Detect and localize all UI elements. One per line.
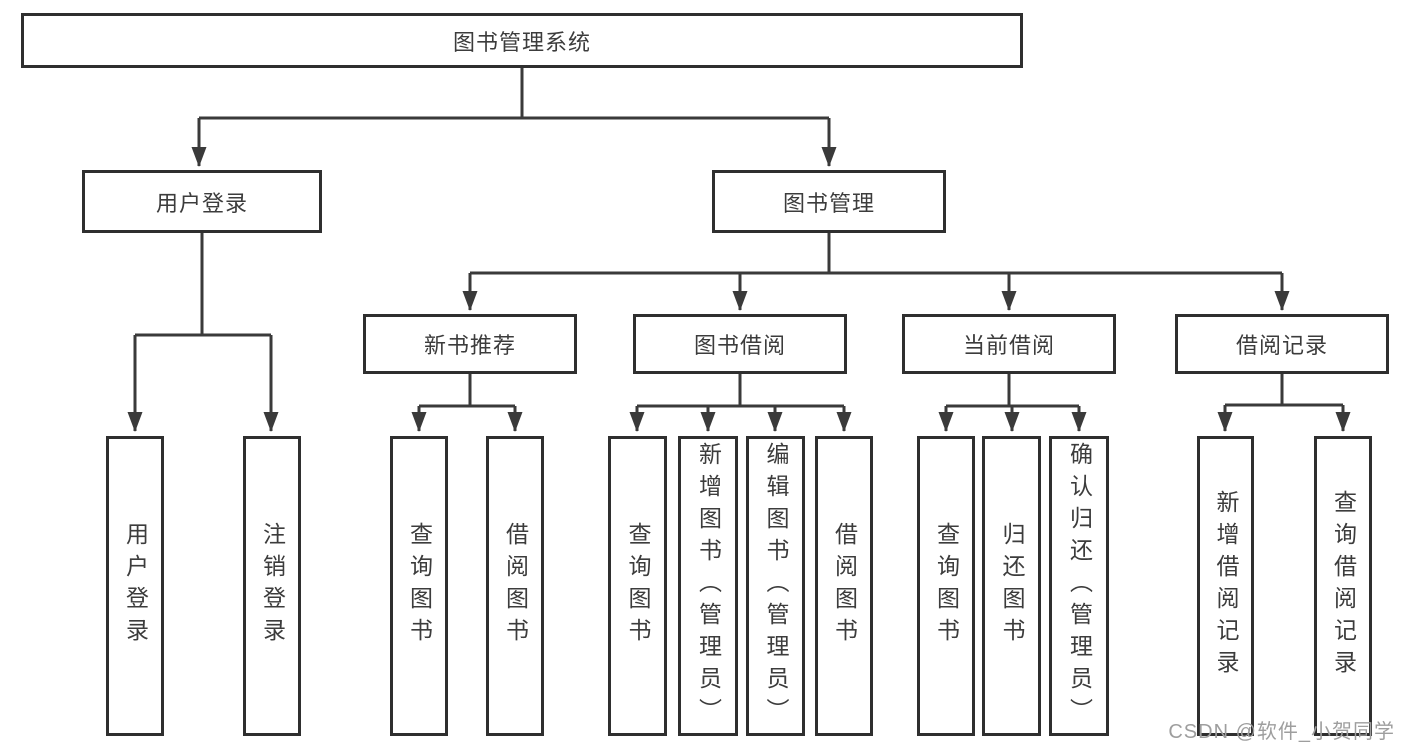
node-book-management-group: 图书管理 xyxy=(712,170,946,233)
leaf-records-query-record: 查询借阅记录 xyxy=(1314,436,1372,736)
node-borrow-records: 借阅记录 xyxy=(1175,314,1389,374)
node-root-library-system: 图书管理系统 xyxy=(21,13,1023,68)
node-current-borrowing: 当前借阅 xyxy=(902,314,1116,374)
leaf-borrowing-edit-books-admin: 编辑图书（管理员） xyxy=(746,436,805,736)
leaf-logout: 注销登录 xyxy=(243,436,301,736)
leaf-current-return-books: 归还图书 xyxy=(982,436,1041,736)
node-book-borrowing: 图书借阅 xyxy=(633,314,847,374)
node-new-book-recommend: 新书推荐 xyxy=(363,314,577,374)
leaf-user-login: 用户登录 xyxy=(106,436,164,736)
leaf-newbook-borrow-books: 借阅图书 xyxy=(486,436,544,736)
node-user-login-group: 用户登录 xyxy=(82,170,322,233)
leaf-current-confirm-return-admin: 确认归还（管理员） xyxy=(1049,436,1109,736)
csdn-watermark: CSDN @软件_小贺同学 xyxy=(1168,721,1395,743)
leaf-borrowing-add-books-admin: 新增图书（管理员） xyxy=(678,436,738,736)
leaf-current-query-books: 查询图书 xyxy=(917,436,975,736)
leaf-borrowing-borrow-books: 借阅图书 xyxy=(815,436,873,736)
leaf-records-add-record: 新增借阅记录 xyxy=(1197,436,1254,736)
leaf-newbook-query-books: 查询图书 xyxy=(390,436,448,736)
leaf-borrowing-query-books: 查询图书 xyxy=(608,436,667,736)
